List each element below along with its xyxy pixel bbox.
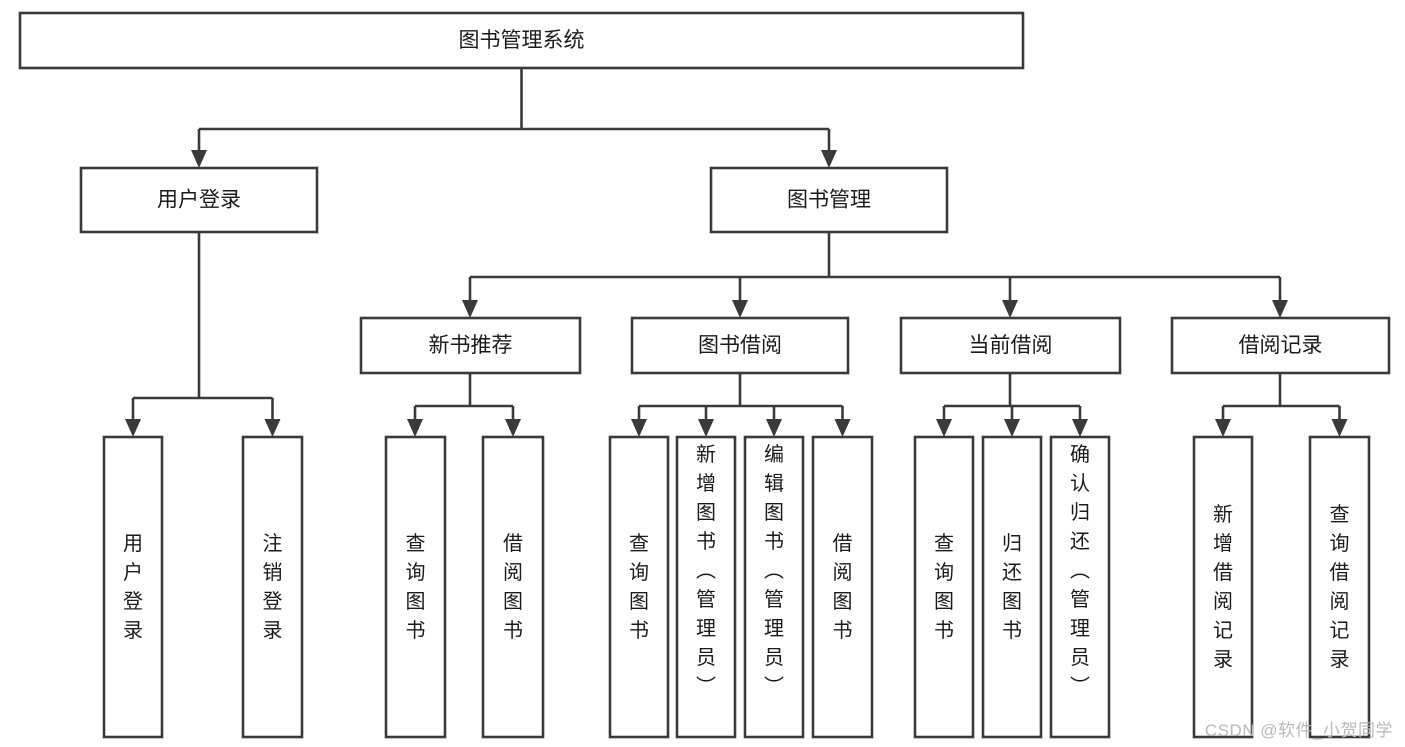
node-leaf-user-logout[interactable]: 注销登录 bbox=[241, 435, 304, 739]
node-new-book-rec-box[interactable] bbox=[359, 316, 582, 375]
node-leaf-confirm-ret-admin[interactable]: 确认归还︵管理员︶ bbox=[1049, 435, 1111, 739]
node-leaf-add-book-admin[interactable]: 新增图书︵管理员︶ bbox=[675, 435, 737, 739]
node-leaf-borrow-book-rec[interactable]: 借阅图书 bbox=[481, 435, 545, 739]
node-leaf-query-book-bor-label: 查询图书 bbox=[629, 532, 649, 642]
node-user-login[interactable]: 用户登录 bbox=[79, 166, 319, 234]
node-leaf-query-book-rec[interactable]: 查询图书 bbox=[384, 435, 447, 739]
node-user-login-label: 用户登录 bbox=[157, 189, 241, 212]
node-root-label: 图书管理系统 bbox=[459, 29, 585, 52]
arrow-head-leaf-borrow-book-rec bbox=[505, 419, 521, 437]
node-leaf-add-borrow-rec-box[interactable] bbox=[1192, 435, 1254, 739]
arrow-head-leaf-confirm-ret-admin bbox=[1072, 419, 1088, 437]
arrow-head-book-manage bbox=[821, 150, 837, 168]
node-leaf-user-login-label: 用户登录 bbox=[123, 533, 143, 642]
node-leaf-user-login-box[interactable] bbox=[102, 435, 164, 739]
node-current-borrow-label: 当前借阅 bbox=[969, 334, 1053, 357]
node-leaf-query-book-rec-box[interactable] bbox=[384, 435, 447, 739]
arrow-head-leaf-user-login bbox=[125, 419, 141, 437]
arrow-head-leaf-borrow-book-bor bbox=[834, 419, 851, 437]
arrow-head-leaf-query-book-bor bbox=[631, 419, 647, 437]
node-leaf-add-borrow-rec[interactable]: 新增借阅记录 bbox=[1192, 435, 1254, 739]
node-leaf-query-book-cur-label: 查询图书 bbox=[934, 532, 954, 642]
leaf-node-layer: 用户登录 注销登录 查询图书 借阅图书 查询图书 新增图书︵管理员︶ 编辑图书︵管理员︶ 借阅… bbox=[102, 435, 1371, 739]
node-current-borrow[interactable]: 当前借阅 bbox=[899, 316, 1122, 375]
node-root[interactable]: 图书管理系统 bbox=[18, 11, 1025, 70]
arrow-head-leaf-return-book bbox=[1004, 419, 1020, 437]
node-leaf-query-borrow-rec-box[interactable] bbox=[1308, 435, 1371, 739]
arrow-head-current-borrow bbox=[1002, 300, 1018, 318]
node-leaf-borrow-book-rec-label: 借阅图书 bbox=[503, 532, 523, 642]
node-leaf-query-borrow-rec[interactable]: 查询借阅记录 bbox=[1308, 435, 1371, 739]
node-root-box[interactable] bbox=[18, 11, 1025, 70]
arrow-head-leaf-add-borrow-rec bbox=[1215, 419, 1231, 437]
arrow-head-leaf-query-book-cur bbox=[936, 419, 952, 437]
arrow-head-new-book-rec bbox=[462, 300, 478, 318]
node-leaf-confirm-ret-admin-box[interactable] bbox=[1049, 435, 1111, 739]
node-new-book-rec-label: 新书推荐 bbox=[429, 334, 513, 357]
node-book-borrow-label: 图书借阅 bbox=[698, 334, 782, 357]
node-leaf-return-book[interactable]: 归还图书 bbox=[981, 435, 1043, 739]
arrow-head-leaf-query-borrow-rec bbox=[1331, 419, 1348, 437]
node-leaf-user-logout-label: 注销登录 bbox=[263, 532, 283, 642]
node-leaf-user-login[interactable]: 用户登录 bbox=[102, 435, 164, 739]
node-leaf-query-book-rec-label: 查询图书 bbox=[406, 532, 426, 642]
node-borrow-record-label: 借阅记录 bbox=[1239, 334, 1323, 357]
arrow-head-leaf-edit-book-admin bbox=[766, 419, 782, 437]
arrow-head-leaf-user-logout bbox=[264, 419, 281, 437]
node-leaf-query-book-cur-box[interactable] bbox=[913, 435, 975, 739]
node-leaf-query-book-cur[interactable]: 查询图书 bbox=[913, 435, 975, 739]
node-new-book-rec[interactable]: 新书推荐 bbox=[359, 316, 582, 375]
node-leaf-query-borrow-rec-label: 查询借阅记录 bbox=[1330, 503, 1350, 671]
node-leaf-add-book-admin-box[interactable] bbox=[675, 435, 737, 739]
arrow-head-leaf-query-book-rec bbox=[407, 419, 423, 437]
node-leaf-query-book-bor[interactable]: 查询图书 bbox=[608, 435, 670, 739]
arrow-head-book-borrow bbox=[732, 300, 748, 318]
node-book-manage[interactable]: 图书管理 bbox=[709, 166, 949, 234]
node-leaf-borrow-book-bor-label: 借阅图书 bbox=[833, 532, 853, 642]
node-leaf-return-book-label: 归还图书 bbox=[1002, 532, 1022, 642]
node-leaf-add-borrow-rec-label: 新增借阅记录 bbox=[1213, 503, 1233, 671]
node-leaf-confirm-ret-admin-label: 确认归还︵管理员︶ bbox=[1070, 443, 1090, 698]
node-leaf-return-book-box[interactable] bbox=[981, 435, 1043, 739]
node-book-manage-label: 图书管理 bbox=[787, 189, 871, 212]
node-current-borrow-box[interactable] bbox=[899, 316, 1122, 375]
node-leaf-edit-book-admin[interactable]: 编辑图书︵管理员︶ bbox=[743, 435, 805, 739]
arrow-head-leaf-add-book-admin bbox=[698, 419, 714, 437]
node-leaf-query-book-bor-box[interactable] bbox=[608, 435, 670, 739]
node-book-borrow-box[interactable] bbox=[630, 316, 850, 375]
node-leaf-borrow-book-rec-box[interactable] bbox=[481, 435, 545, 739]
node-user-login-box[interactable] bbox=[79, 166, 319, 234]
node-leaf-user-logout-box[interactable] bbox=[241, 435, 304, 739]
connector-layer bbox=[125, 68, 1348, 437]
node-leaf-borrow-book-bor[interactable]: 借阅图书 bbox=[811, 435, 874, 739]
node-borrow-record-box[interactable] bbox=[1170, 316, 1391, 375]
node-leaf-borrow-book-bor-box[interactable] bbox=[811, 435, 874, 739]
node-leaf-add-book-admin-label: 新增图书︵管理员︶ bbox=[696, 443, 716, 698]
node-borrow-record[interactable]: 借阅记录 bbox=[1170, 316, 1391, 375]
arrow-head-borrow-record bbox=[1272, 300, 1288, 318]
node-book-manage-box[interactable] bbox=[709, 166, 949, 234]
arrow-head-user-login bbox=[191, 150, 207, 168]
node-leaf-edit-book-admin-box[interactable] bbox=[743, 435, 805, 739]
node-book-borrow[interactable]: 图书借阅 bbox=[630, 316, 850, 375]
node-leaf-edit-book-admin-label: 编辑图书︵管理员︶ bbox=[764, 443, 784, 698]
